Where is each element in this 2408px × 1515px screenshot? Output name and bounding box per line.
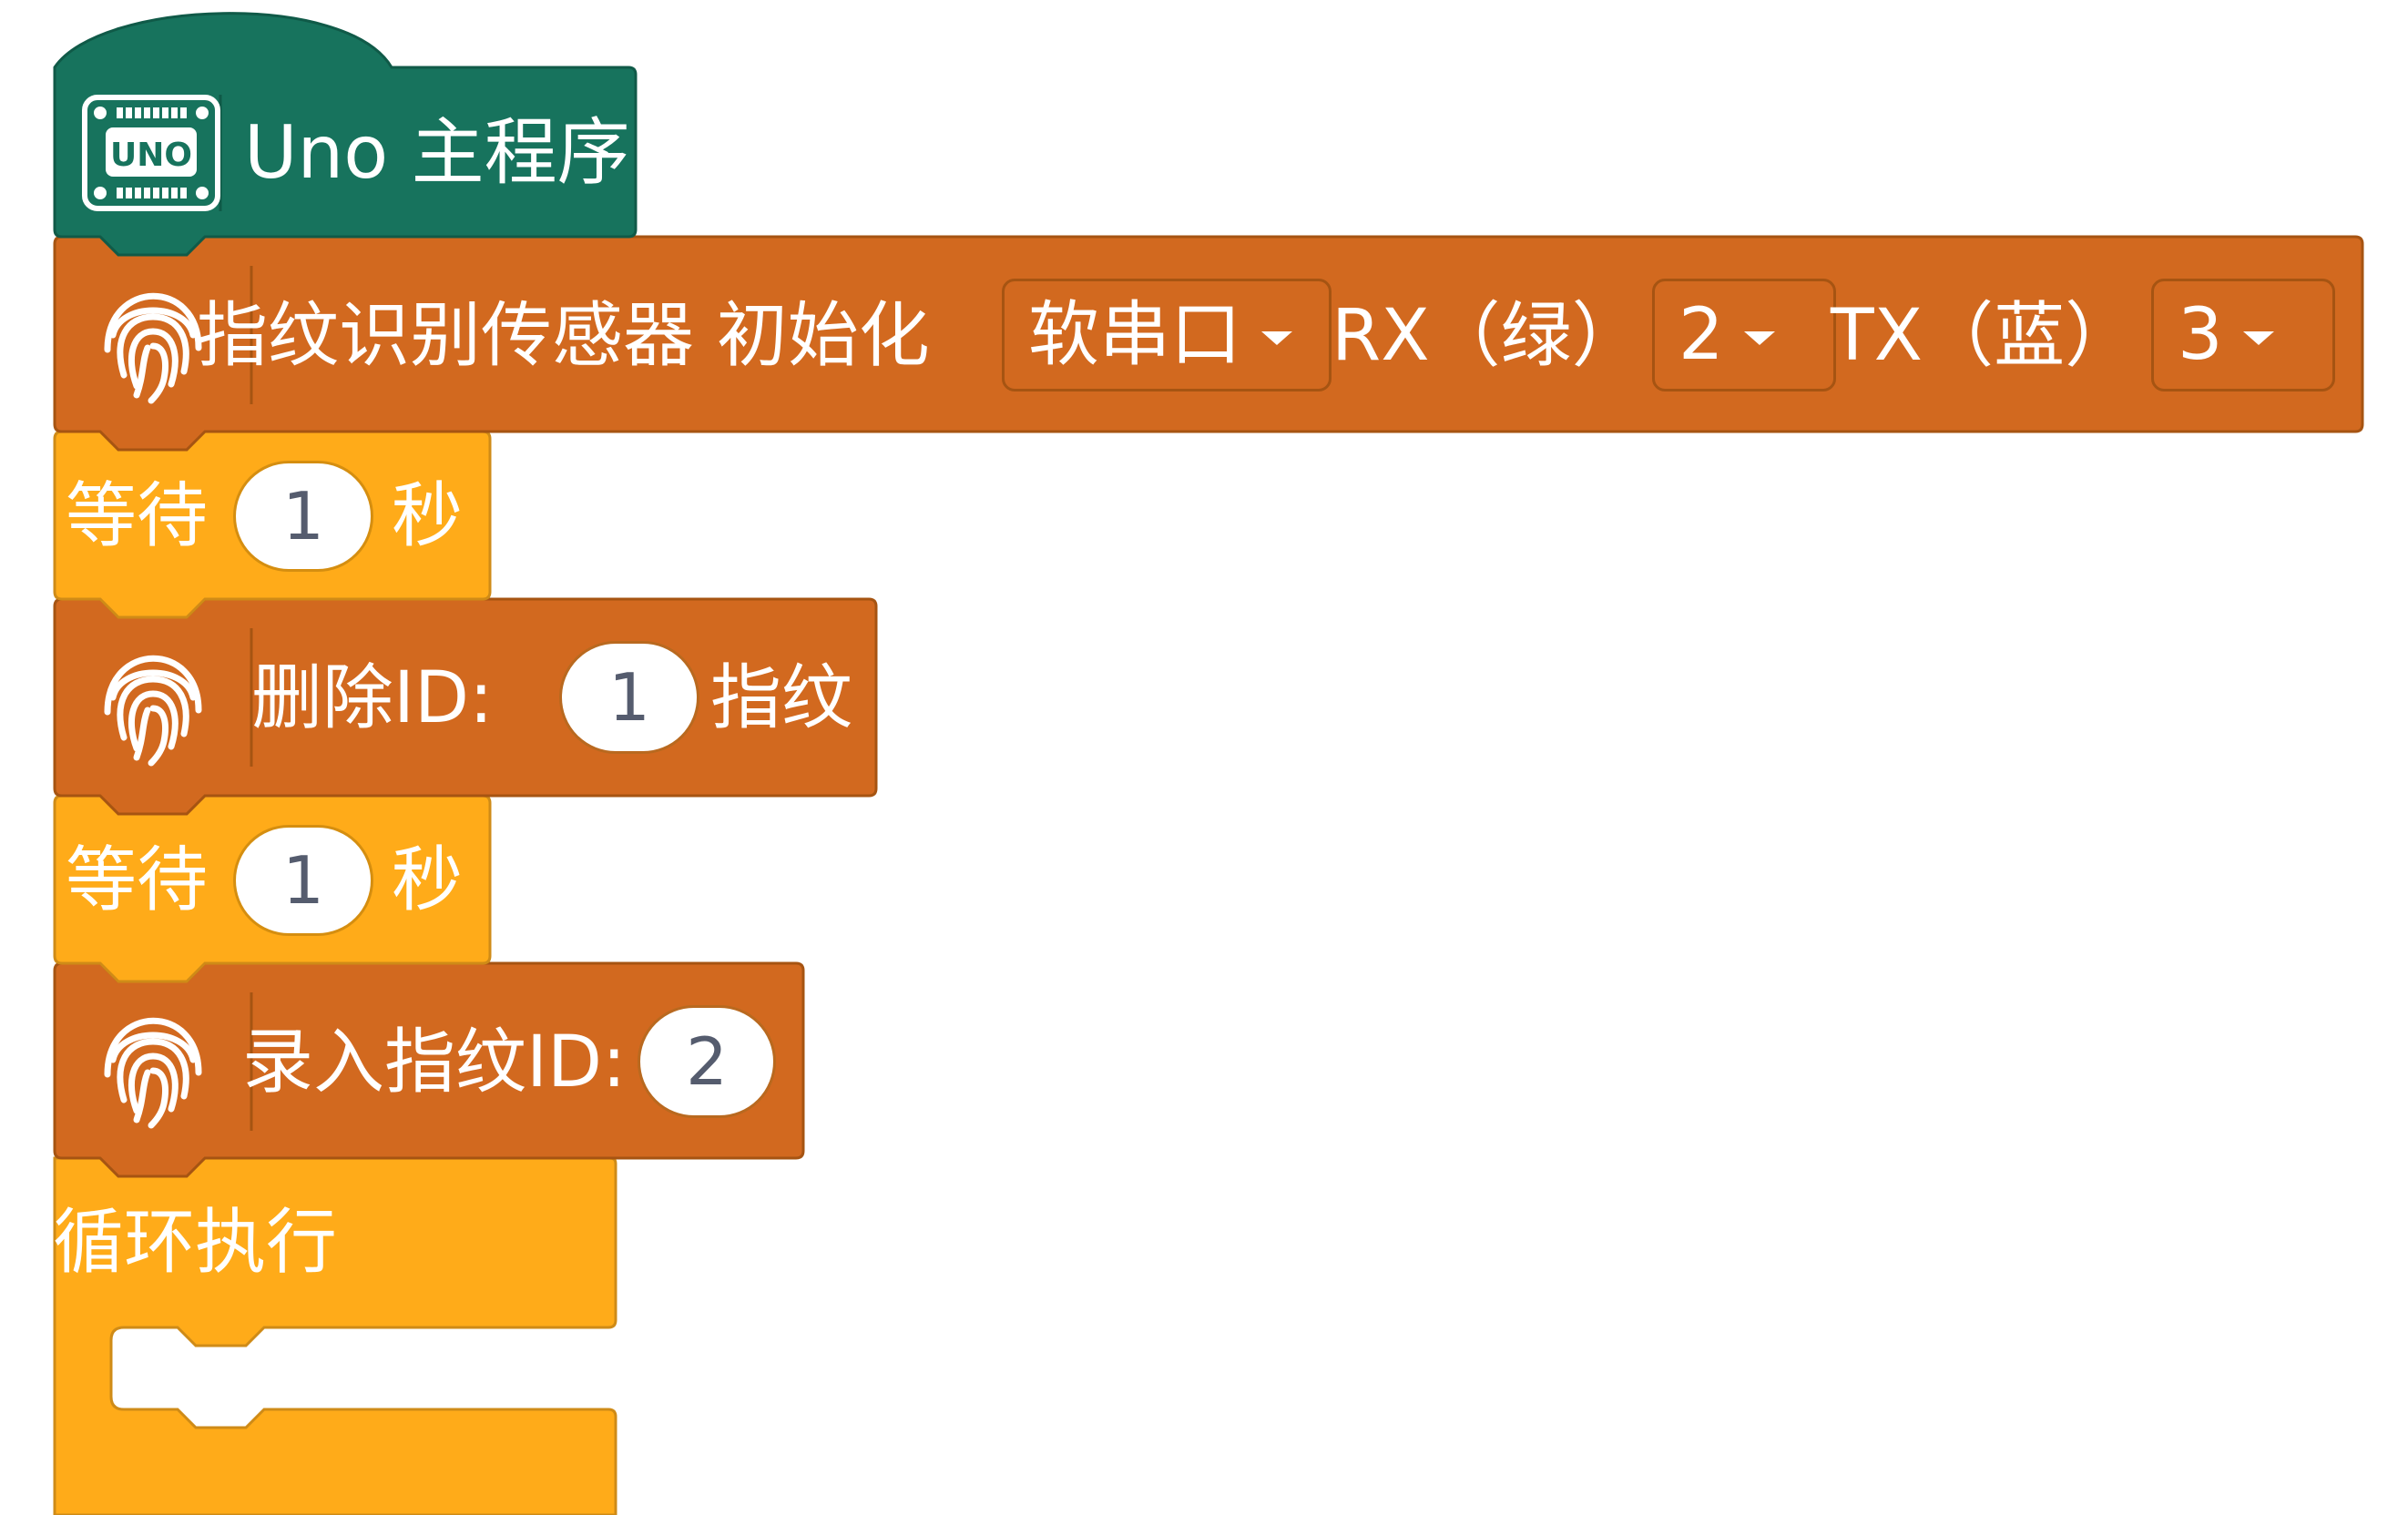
init-block-label: 指纹识别传感器 初始化 xyxy=(197,295,930,377)
fingerprint-icon xyxy=(104,655,202,767)
rx-label: RX（绿） xyxy=(1332,295,1643,377)
enroll-block-shape[interactable] xyxy=(53,961,805,1178)
wait-1-seconds-input[interactable]: 1 xyxy=(233,461,373,572)
rx-pin-value: 2 xyxy=(1678,294,1724,376)
delete-prefix: 删除ID: xyxy=(251,657,494,739)
wait-2-suffix: 秒 xyxy=(392,839,464,921)
fingerprint-icon xyxy=(104,1017,202,1129)
chevron-down-icon xyxy=(2242,330,2274,345)
wait-1-prefix: 等待 xyxy=(66,475,209,557)
chevron-down-icon xyxy=(1261,330,1293,345)
port-dropdown-value: 软串口 xyxy=(1028,294,1242,376)
board-badge-text: UNO xyxy=(110,137,192,174)
enroll-id-input[interactable]: 2 xyxy=(638,1005,776,1118)
delete-id-input[interactable]: 1 xyxy=(559,641,699,754)
wait-2-prefix: 等待 xyxy=(66,839,209,921)
enroll-prefix: 录入指纹ID: xyxy=(242,1022,627,1103)
fingerprint-icon xyxy=(104,292,202,404)
hat-block-title: Uno 主程序 xyxy=(244,110,630,195)
chevron-down-icon xyxy=(1743,330,1775,345)
wait-1-suffix: 秒 xyxy=(392,475,464,557)
wait-2-seconds-input[interactable]: 1 xyxy=(233,825,373,936)
port-dropdown[interactable]: 软串口 xyxy=(1002,279,1332,391)
uno-board-icon: UNO xyxy=(82,95,220,211)
tx-label: TX（蓝） xyxy=(1831,295,2137,377)
loop-label: 循环执行 xyxy=(53,1202,338,1284)
loop-block-shape[interactable] xyxy=(53,1156,617,1515)
loop-body-slot[interactable] xyxy=(113,1329,605,1408)
rx-pin-dropdown[interactable]: 2 xyxy=(1652,279,1836,391)
tx-pin-dropdown[interactable]: 3 xyxy=(2151,279,2335,391)
tx-pin-value: 3 xyxy=(2178,294,2223,376)
delete-suffix: 指纹 xyxy=(710,657,853,739)
